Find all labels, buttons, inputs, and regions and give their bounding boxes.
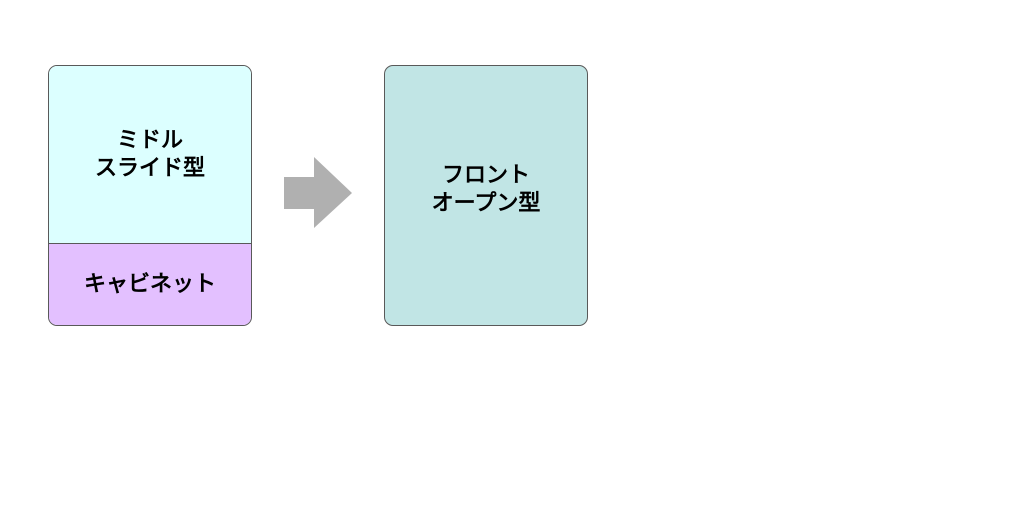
label-line: ミドル (116, 127, 183, 153)
cabinet-section: キャビネット (49, 244, 251, 325)
label-line: スライド型 (94, 155, 205, 181)
label-line: オープン型 (431, 190, 541, 216)
after-box: フロント オープン型 (384, 65, 588, 326)
middle-slide-section: ミドル スライド型 (49, 66, 251, 244)
label-line: フロント (441, 162, 530, 188)
middle-slide-label: ミドル スライド型 (95, 127, 205, 183)
front-open-label: フロント オープン型 (432, 162, 541, 218)
right-arrow-icon (284, 157, 352, 228)
cabinet-label: キャビネット (83, 271, 216, 297)
before-box: ミドル スライド型 キャビネット (48, 65, 252, 326)
